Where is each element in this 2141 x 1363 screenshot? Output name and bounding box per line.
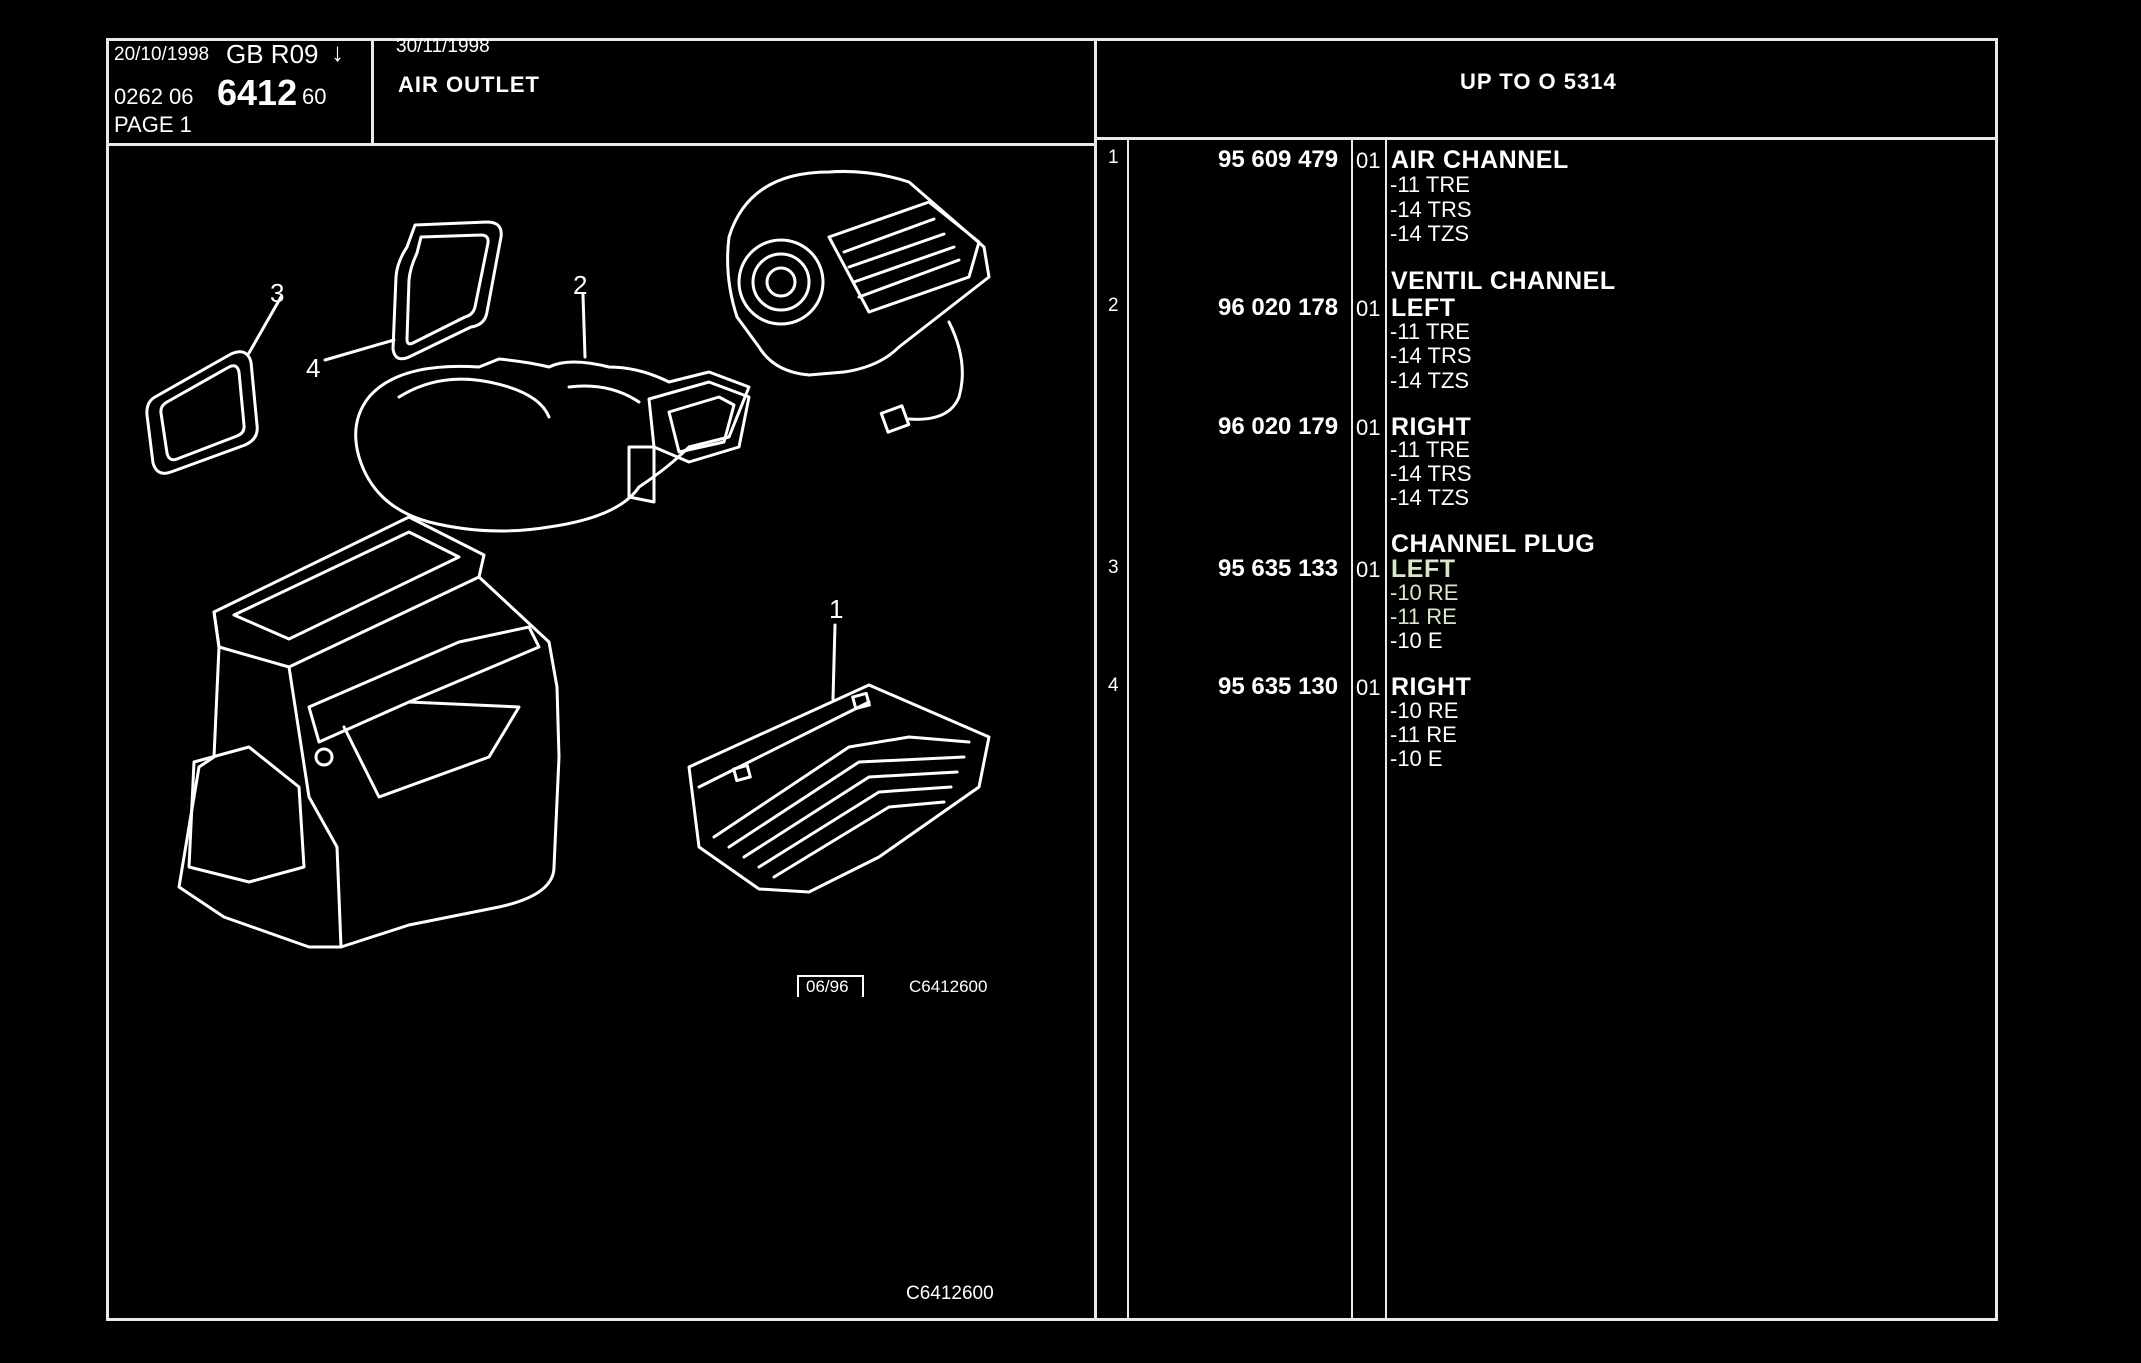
header-applicability: UP TO O 5314 <box>1460 69 1617 94</box>
header-divider-left <box>106 143 1097 146</box>
part-variant: -11 TRE <box>1390 437 1470 462</box>
header-code-main: 6412 <box>217 72 298 113</box>
callout-3: 3 <box>270 278 285 308</box>
part-qty: 01 <box>1356 557 1381 582</box>
part-qty: 01 <box>1356 296 1381 321</box>
callout-2: 2 <box>573 270 588 300</box>
part-item-number: 2 <box>1108 295 1119 316</box>
part-variant: -10 RE <box>1390 698 1459 723</box>
part-name: LEFT <box>1391 294 1456 322</box>
parts-col-item <box>1127 137 1129 1321</box>
part-variant: -11 RE <box>1390 604 1457 629</box>
figure-ref-code: C6412600 <box>909 977 988 996</box>
header-lang-rev: GB R09 <box>226 39 319 69</box>
header-code-prefix: 0262 06 <box>114 84 194 109</box>
header-arrow-icon: ↓ <box>331 37 344 67</box>
header-date1: 20/10/1998 <box>114 44 210 65</box>
exploded-view-drawing <box>145 169 991 949</box>
part-variant: -11 RE <box>1390 722 1457 747</box>
callout-4: 4 <box>306 353 321 383</box>
header-date2: 30/11/1998 <box>396 36 490 57</box>
part-qty: 01 <box>1356 415 1381 440</box>
sheet-frame <box>106 38 1998 1321</box>
part-name: RIGHT <box>1391 413 1472 441</box>
part-item-number: 4 <box>1108 675 1119 696</box>
part-name: RIGHT <box>1391 673 1472 701</box>
gasket-part-4 <box>323 220 503 362</box>
figure-footer-code: C6412600 <box>906 1283 994 1304</box>
header-title: AIR OUTLET <box>398 72 540 97</box>
part-variant: -10 RE <box>1390 580 1459 605</box>
part-number: 95 635 130 <box>1218 673 1339 700</box>
figure-ref-box <box>797 975 864 997</box>
part-variant: -10 E <box>1390 746 1443 771</box>
duct-part-2 <box>354 293 751 533</box>
header-sep <box>371 38 374 145</box>
part-item-number: 1 <box>1108 147 1119 168</box>
part-variant: -14 TRS <box>1390 461 1472 486</box>
part-qty: 01 <box>1356 675 1381 700</box>
gasket-part-3 <box>145 295 283 475</box>
part-variant: -10 E <box>1390 628 1443 653</box>
main-divider <box>1094 38 1097 1321</box>
part-number: 96 020 179 <box>1218 413 1339 440</box>
part-group-heading: CHANNEL PLUG <box>1391 530 1596 558</box>
part-name: AIR CHANNEL <box>1391 146 1569 174</box>
air-channel-part-1 <box>687 623 991 894</box>
part-number: 96 020 178 <box>1218 294 1339 321</box>
header-code-suffix: 60 <box>302 84 327 109</box>
part-group-heading: VENTIL CHANNEL <box>1391 267 1616 295</box>
part-variant: -14 TRS <box>1390 197 1472 222</box>
part-qty: 01 <box>1356 148 1381 173</box>
parts-col-desc <box>1385 137 1387 1321</box>
header-page: PAGE 1 <box>114 112 192 137</box>
part-name: LEFT <box>1391 555 1456 583</box>
part-variant: -14 TZS <box>1390 485 1470 510</box>
part-item-number: 3 <box>1108 557 1119 578</box>
part-variant: -11 TRE <box>1390 319 1470 344</box>
header-divider-right <box>1097 137 1998 140</box>
blower-motor <box>726 169 991 434</box>
part-variant: -11 TRE <box>1390 172 1470 197</box>
callout-1: 1 <box>829 594 844 624</box>
part-number: 95 635 133 <box>1218 555 1339 582</box>
part-number: 95 609 479 <box>1218 146 1339 173</box>
part-variant: -14 TZS <box>1390 368 1470 393</box>
figure-ref-date: 06/96 <box>806 977 849 996</box>
part-variant: -14 TZS <box>1390 221 1470 246</box>
heater-housing <box>177 515 561 949</box>
part-variant: -14 TRS <box>1390 343 1472 368</box>
parts-col-qty <box>1351 137 1353 1321</box>
